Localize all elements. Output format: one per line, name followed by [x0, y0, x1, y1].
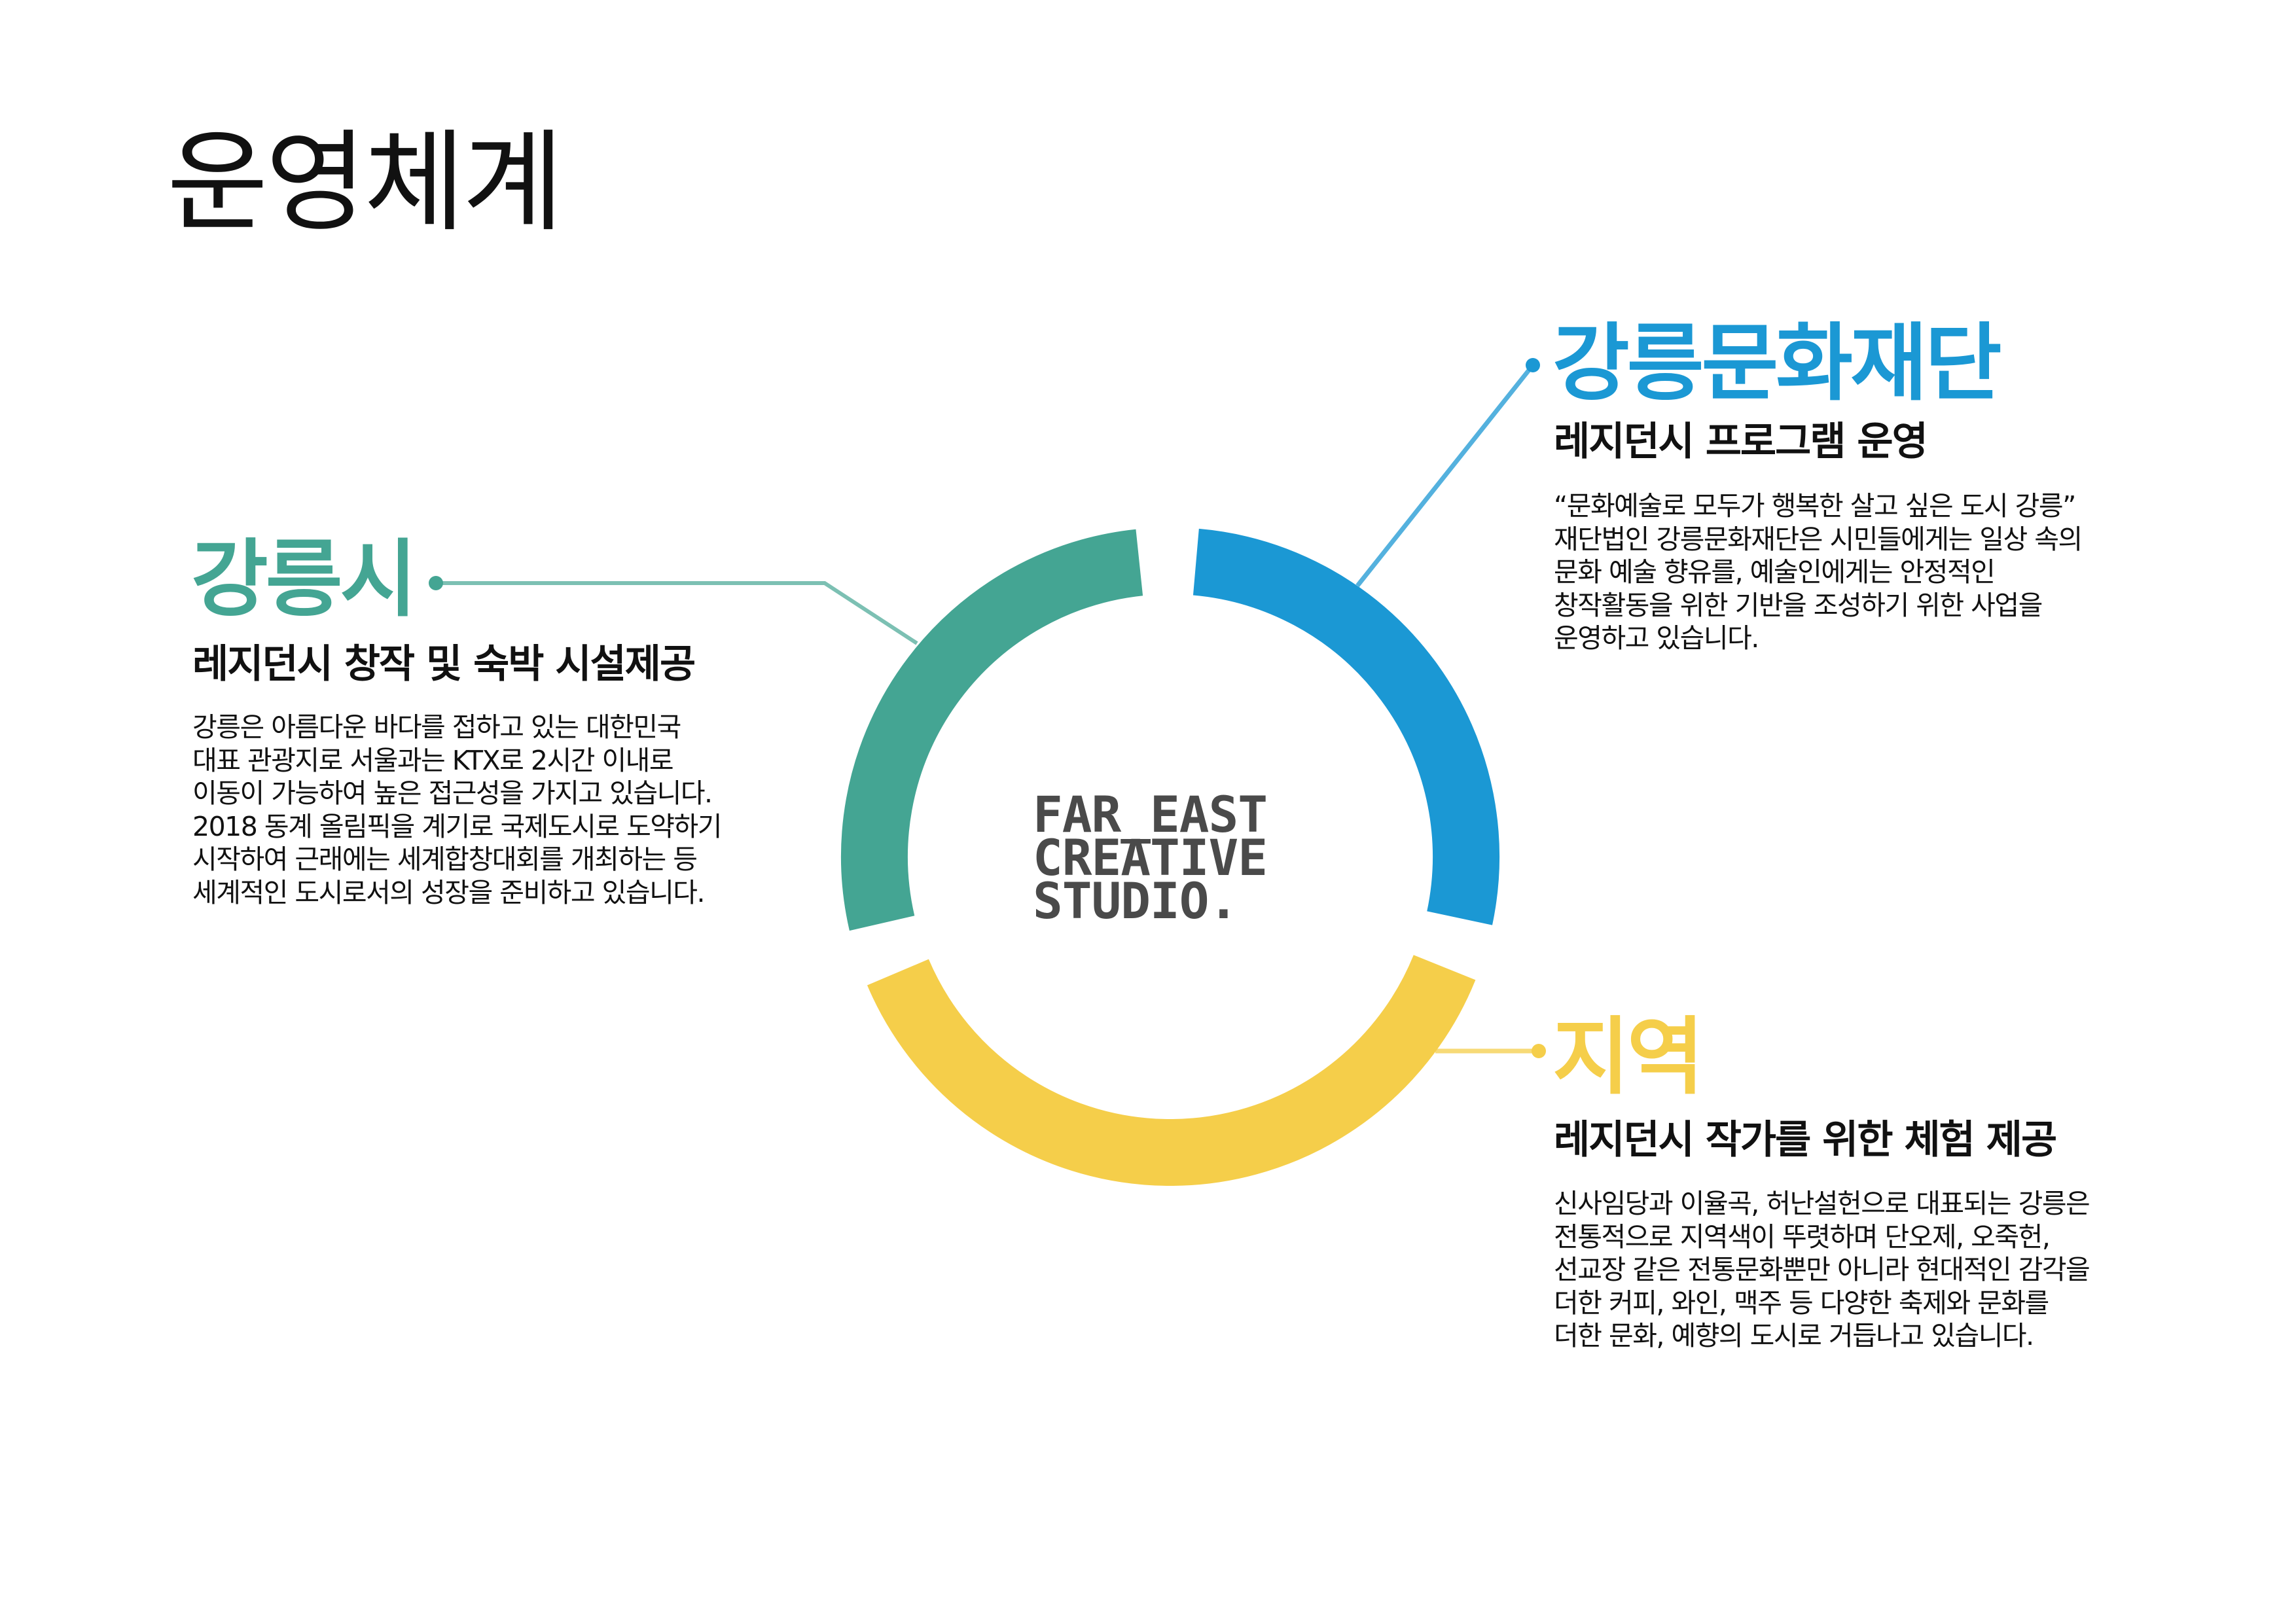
- text-line: 창작활동을 위한 기반을 조성하기 위한 사업을: [1554, 589, 2043, 621]
- gangneung-city-subheading: 레지던시 창작 및 숙박 시설제공: [192, 641, 696, 687]
- connector-dot-region: [1532, 1044, 1546, 1058]
- foundation-description: “문화예술로 모두가 행복한 살고 싶은 도시 강릉” 재단법인 강릉문화재단은…: [1554, 490, 2083, 655]
- ring-segment-foundation: [1193, 528, 1499, 925]
- text-line: 재단법인 강릉문화재단은 시민들에게는 일상 속의: [1554, 523, 2083, 555]
- ring-segment-region: [867, 955, 1476, 1186]
- text-line: 전통적으로 지역색이 뚜렷하며 단오제, 오죽헌,: [1554, 1221, 2051, 1253]
- foundation-heading: 강릉문화재단: [1552, 315, 2002, 412]
- region-subheading: 레지던시 작가를 위한 체험 제공: [1554, 1117, 2057, 1163]
- text-line: 문화 예술 향유를, 예술인에게는 안정적인: [1554, 556, 1996, 588]
- logo-line: STUDIO.: [1033, 872, 1238, 930]
- foundation-subheading: 레지던시 프로그램 운영: [1554, 419, 1928, 465]
- logo-line: CREATIVE: [1033, 829, 1268, 887]
- text-line: 운영하고 있습니다.: [1554, 622, 1759, 654]
- text-line: 이동이 가능하여 높은 접근성을 가지고 있습니다.: [192, 777, 713, 809]
- far-east-creative-studio-logo: FAR_EAST CREATIVE STUDIO.: [1033, 785, 1268, 930]
- region-heading: 지역: [1552, 1008, 1704, 1106]
- logo-line: FAR_EAST: [1033, 785, 1268, 844]
- connector-dot-foundation: [1526, 358, 1540, 372]
- text-line: 대표 관광지로 서울과는 KTX로 2시간 이내로: [192, 744, 674, 776]
- connector-line-gangneung-city: [436, 581, 918, 645]
- page-title: 운영체계: [167, 118, 564, 247]
- text-line: 선교장 같은 전통문화뿐만 아니라 현대적인 감각을: [1554, 1254, 2090, 1285]
- text-line: 더한 문화, 예향의 도시로 거듭나고 있습니다.: [1554, 1320, 2034, 1351]
- gangneung-city-heading: 강릉시: [191, 531, 417, 628]
- gangneung-city-description: 강릉은 아름다운 바다를 접하고 있는 대한민국 대표 관광지로 서울과는 KT…: [192, 711, 722, 909]
- text-line: 신사임당과 이율곡, 허난설헌으로 대표되는 강릉은: [1554, 1188, 2090, 1219]
- text-line: 더한 커피, 와인, 맥주 등 다양한 축제와 문화를: [1554, 1287, 2049, 1319]
- region-description: 신사임당과 이율곡, 허난설헌으로 대표되는 강릉은 전통적으로 지역색이 뚜렷…: [1554, 1187, 2090, 1353]
- text-line: 2018 동계 올림픽을 계기로 국제도시로 도약하기: [192, 810, 722, 842]
- text-line: 세계적인 도시로서의 성장을 준비하고 있습니다.: [192, 876, 706, 908]
- text-line: “문화예술로 모두가 행복한 살고 싶은 도시 강릉”: [1554, 490, 2076, 522]
- ring-segment-gangneung-city: [841, 529, 1143, 931]
- text-line: 강릉은 아름다운 바다를 접하고 있는 대한민국: [192, 711, 681, 743]
- connector-line-foundation: [1355, 363, 1535, 588]
- connector-dot-gangneung-city: [429, 576, 443, 590]
- text-line: 시작하여 근래에는 세계합창대회를 개최하는 등: [192, 844, 698, 875]
